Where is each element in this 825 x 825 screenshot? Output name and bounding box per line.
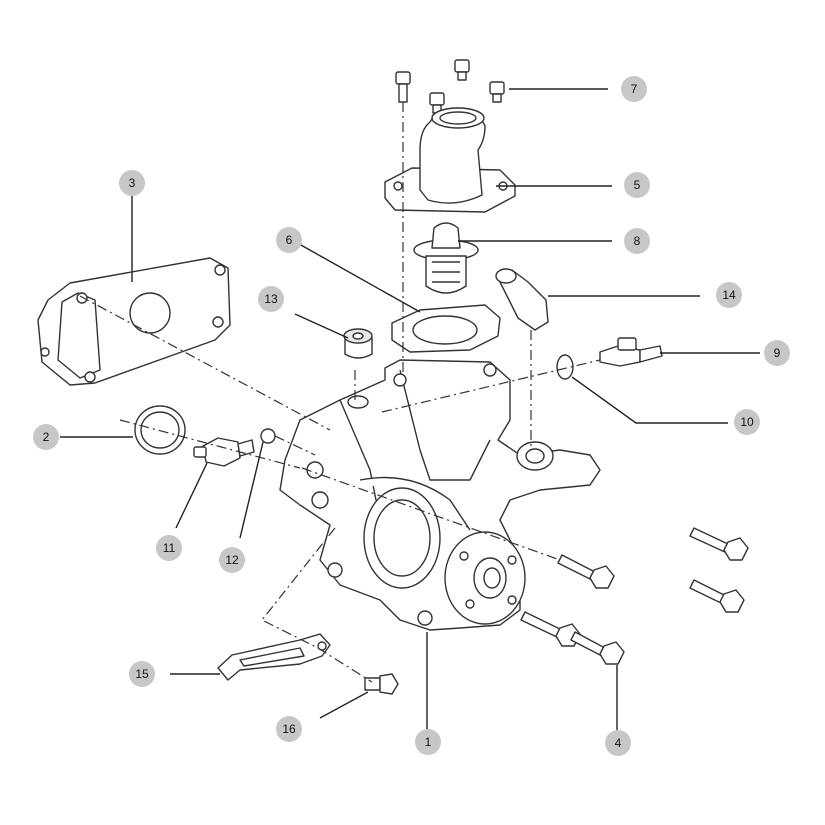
callout-label: 11 bbox=[163, 541, 176, 555]
callout-6: 6 bbox=[276, 227, 302, 253]
callout-4: 4 bbox=[605, 730, 631, 756]
callout-1: 1 bbox=[415, 729, 441, 755]
fitting-part-13 bbox=[343, 328, 373, 359]
callout-label: 15 bbox=[135, 667, 149, 681]
callout-3: 3 bbox=[119, 170, 145, 196]
callout-label: 4 bbox=[615, 736, 622, 750]
callout-9: 9 bbox=[764, 340, 790, 366]
bracket-part-15 bbox=[217, 633, 331, 681]
callout-5: 5 bbox=[624, 172, 650, 198]
bolts-part-4 bbox=[520, 527, 749, 665]
callout-15: 15 bbox=[129, 661, 155, 687]
callout-7: 7 bbox=[621, 76, 647, 102]
callout-label: 3 bbox=[129, 176, 136, 190]
callout-label: 12 bbox=[225, 553, 239, 567]
sensor-part-9 bbox=[599, 337, 663, 367]
callout-label: 1 bbox=[425, 735, 432, 749]
water-pump-body-part-1 bbox=[279, 359, 601, 631]
callout-label: 8 bbox=[634, 234, 641, 248]
bolts-part-7 bbox=[395, 59, 505, 114]
gasket-part-6 bbox=[391, 304, 501, 353]
bolt-part-16 bbox=[364, 673, 399, 695]
callout-14: 14 bbox=[716, 282, 742, 308]
callout-label: 10 bbox=[740, 415, 754, 429]
callout-label: 2 bbox=[43, 430, 50, 444]
thermostat-housing-part-5 bbox=[384, 107, 516, 213]
callout-label: 16 bbox=[282, 722, 296, 736]
callout-2: 2 bbox=[33, 424, 59, 450]
washer-part-12 bbox=[260, 428, 276, 444]
callout-10: 10 bbox=[734, 409, 760, 435]
callout-label: 6 bbox=[286, 233, 293, 247]
elbow-fitting-part-14 bbox=[495, 268, 549, 331]
callout-12: 12 bbox=[219, 547, 245, 573]
assembly-centerlines bbox=[79, 102, 601, 683]
callout-label: 9 bbox=[774, 346, 781, 360]
callout-11: 11 bbox=[156, 535, 182, 561]
callout-label: 13 bbox=[264, 292, 278, 306]
thermostat-part-8 bbox=[413, 222, 479, 294]
leader-lines bbox=[60, 88, 760, 740]
callout-label: 14 bbox=[722, 288, 736, 302]
washer-part-10 bbox=[556, 354, 574, 380]
callout-13: 13 bbox=[258, 286, 284, 312]
callout-label: 5 bbox=[634, 178, 641, 192]
gasket-part-3 bbox=[37, 257, 231, 386]
callout-16: 16 bbox=[276, 716, 302, 742]
callout-8: 8 bbox=[624, 228, 650, 254]
callout-label: 7 bbox=[631, 82, 638, 96]
